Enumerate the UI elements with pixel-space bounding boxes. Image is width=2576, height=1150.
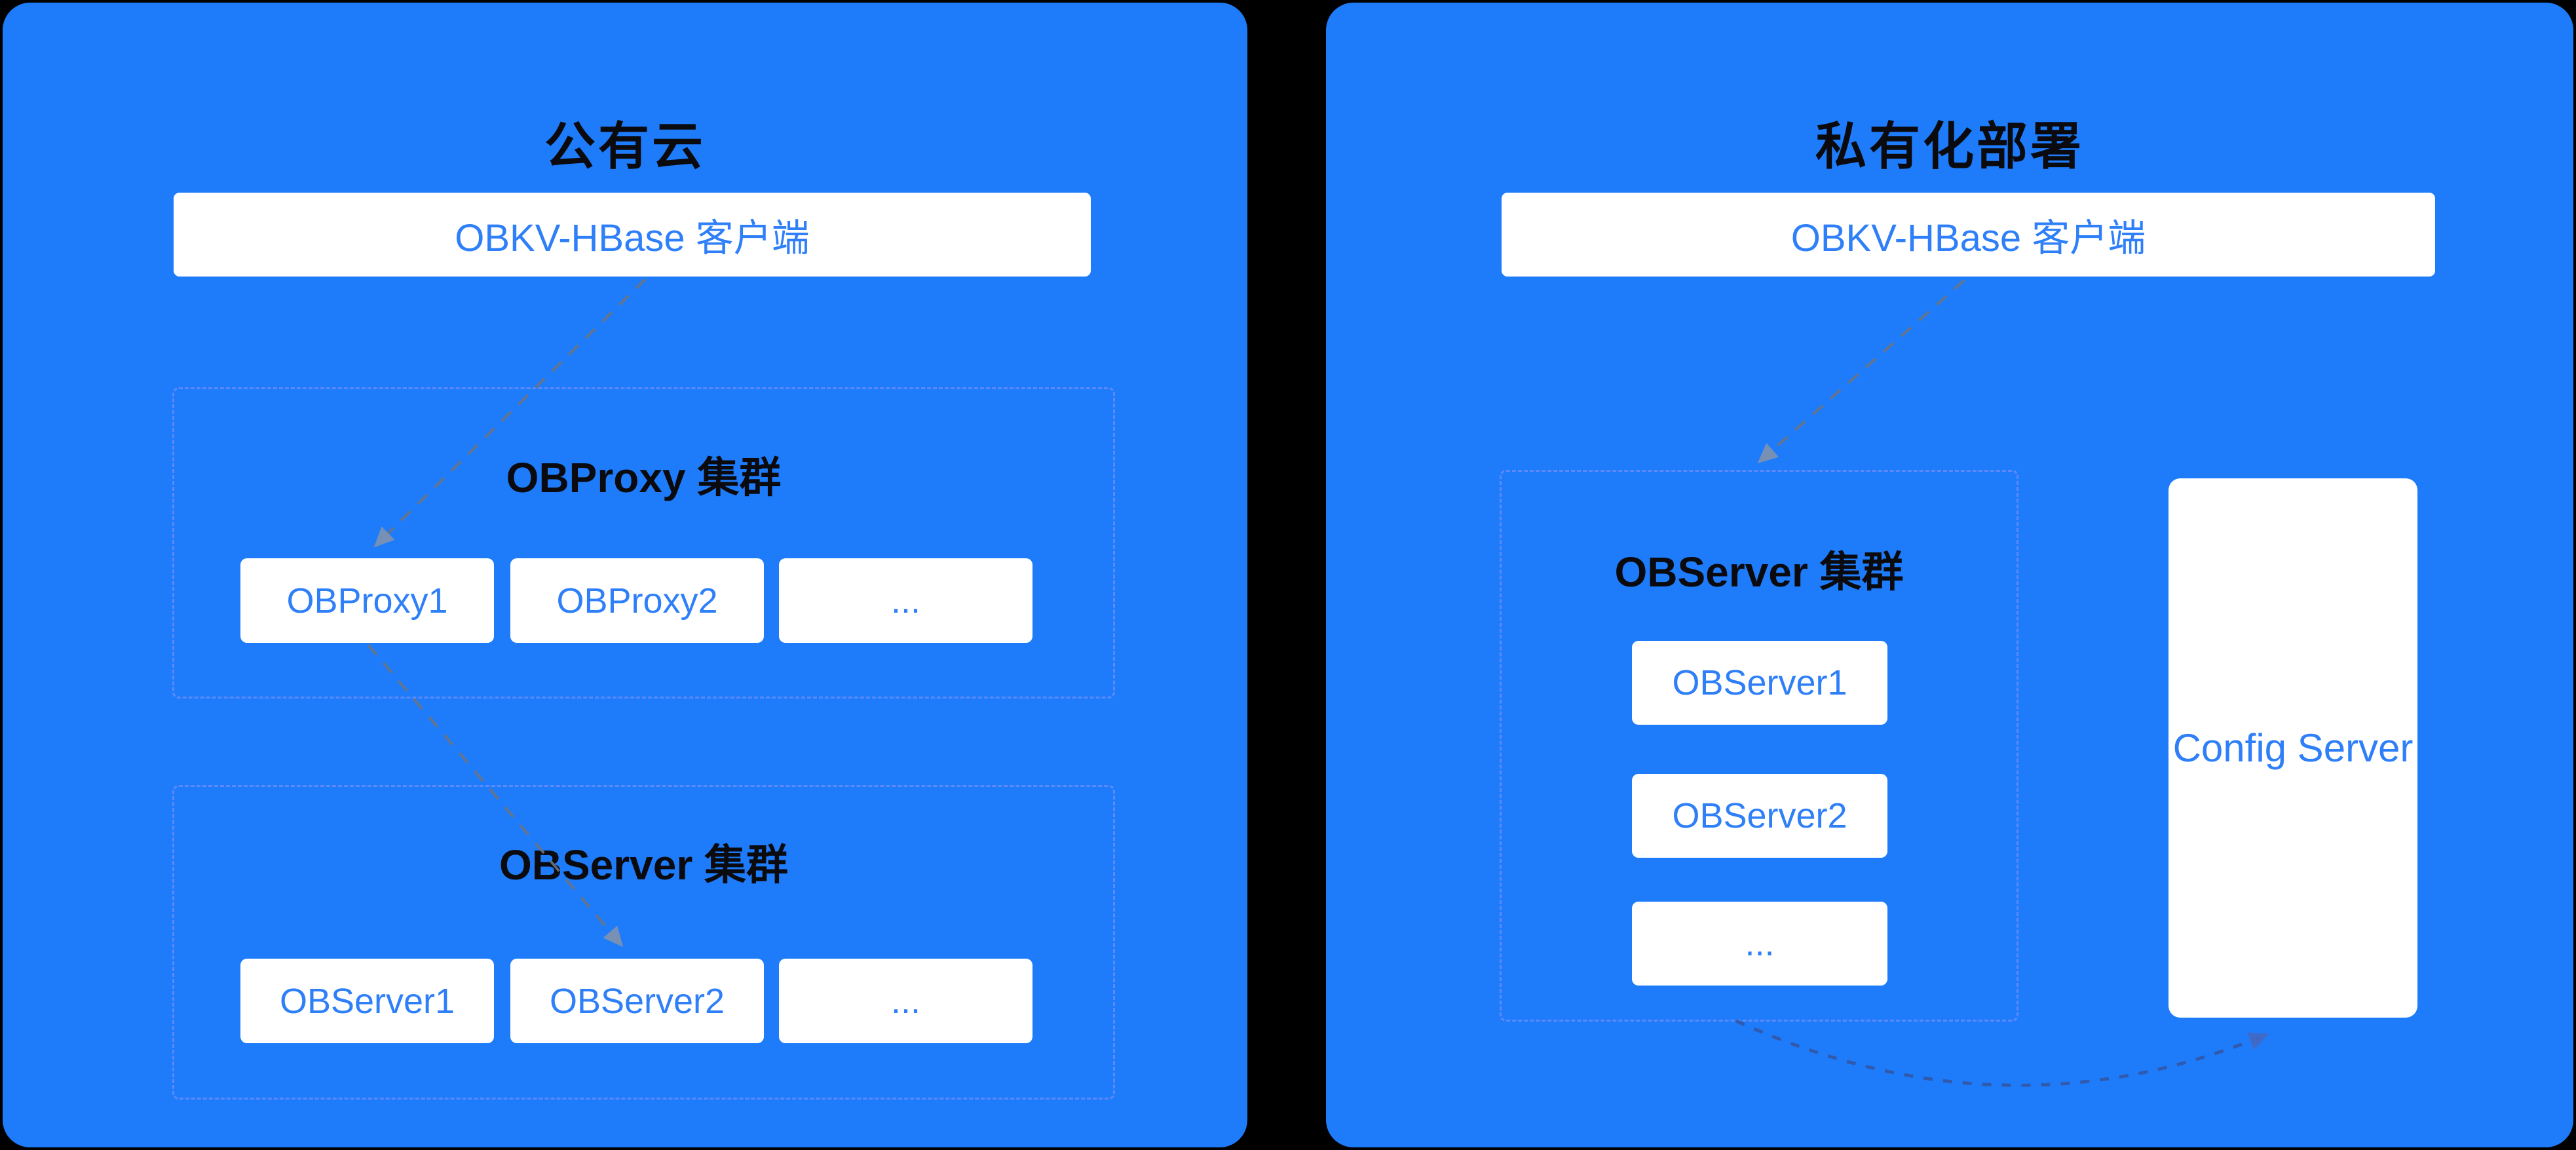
observer1-node-public: OBServer1 [240,959,494,1043]
public-cloud-panel: 公有云 OBKV-HBase 客户端 OBProxy 集群 OBProxy1 O… [3,3,1247,1147]
obkv-hbase-client-label: OBKV-HBase 客户端 [455,217,810,259]
observer2-node-private: OBServer2 [1632,774,1887,858]
observer-cluster-container-private: OBServer 集群 OBServer1 OBServer2 ... [1500,470,2018,1022]
config-server-label: Config Server [2172,726,2414,770]
obproxy-more-node: ... [779,558,1032,643]
obproxy-cluster-container: OBProxy 集群 OBProxy1 OBProxy2 ... [172,387,1115,699]
obkv-hbase-client-label-private: OBKV-HBase 客户端 [1790,217,2146,259]
private-deployment-title: 私有化部署 [1815,117,2084,175]
public-cloud-title: 公有云 [544,117,706,175]
observer-more-node-private: ... [1632,902,1887,986]
observer-cluster-container-public: OBServer 集群 OBServer1 OBServer2 ... [172,785,1115,1100]
observer2-node-public: OBServer2 [510,959,764,1043]
obkv-hbase-client-box: OBKV-HBase 客户端 [174,193,1091,277]
private-deployment-panel: 私有化部署 OBKV-HBase 客户端 OBServer 集群 OBServe… [1326,3,2573,1147]
observer-cluster-label-private: OBServer 集群 [1614,548,1904,596]
obproxy2-node: OBProxy2 [510,558,764,643]
observer1-node-private: OBServer1 [1632,641,1887,725]
observer-more-node-public: ... [779,959,1032,1043]
observer-cluster-label-public: OBServer 集群 [499,841,789,889]
obproxy-cluster-label: OBProxy 集群 [506,454,782,501]
obproxy1-node: OBProxy1 [240,558,494,643]
obkv-hbase-client-box-private: OBKV-HBase 客户端 [1502,193,2435,277]
config-server-box: Config Server [2169,478,2417,1018]
